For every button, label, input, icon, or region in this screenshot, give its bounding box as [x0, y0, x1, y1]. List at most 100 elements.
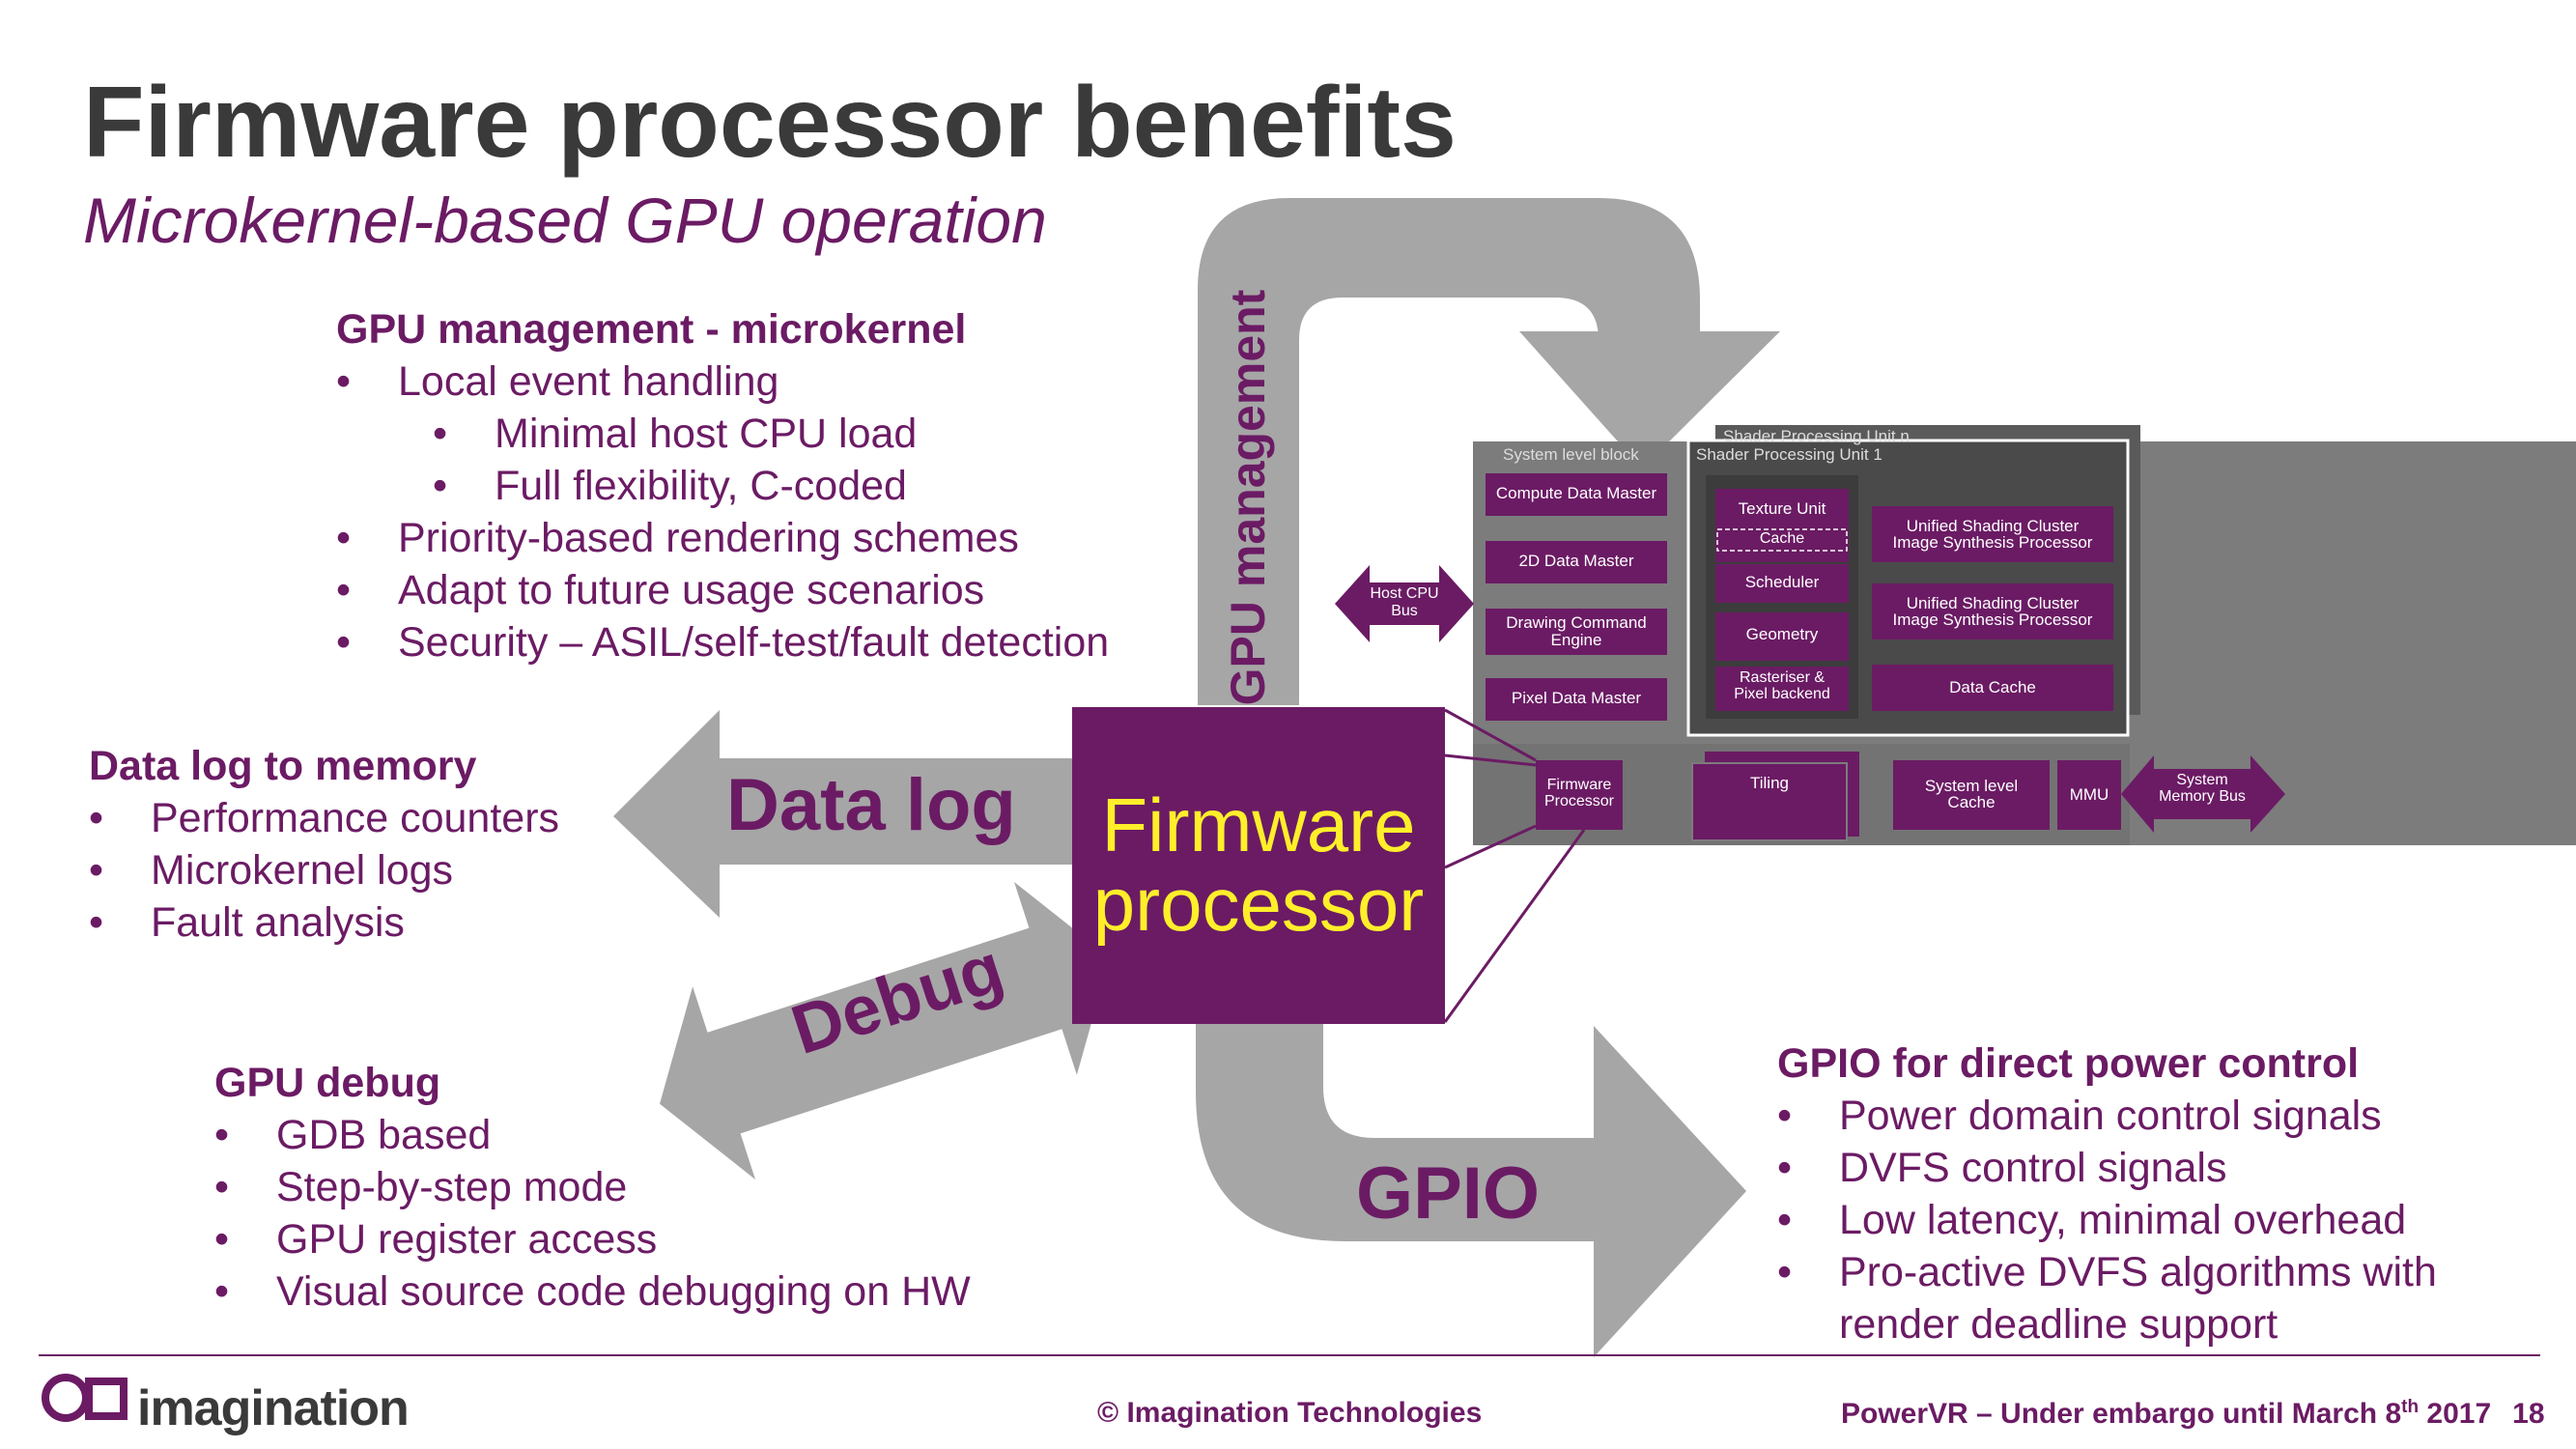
geometry-label: Geometry — [1745, 625, 1819, 643]
texture-unit-label: Texture Unit — [1738, 499, 1826, 518]
host-cpu-label-2: Bus — [1391, 603, 1418, 619]
usc-2-box — [1872, 583, 2113, 639]
data-master-2d-label: 2D Data Master — [1518, 552, 1634, 570]
system-level-block-label: System level block — [1503, 445, 1639, 464]
gpio-heading: GPIO for direct power control — [1777, 1040, 2360, 1087]
scheduler-label: Scheduler — [1744, 573, 1820, 591]
geometry-box — [1715, 612, 1849, 661]
pixel-data-master-label: Pixel Data Master — [1511, 689, 1642, 707]
scheduler-box — [1715, 564, 1849, 603]
drawing-command-label-2: Engine — [1550, 631, 1602, 649]
list-item: •Security – ASIL/self-test/fault detecti… — [336, 619, 1110, 666]
footer-copyright: © Imagination Technologies — [1097, 1397, 1483, 1429]
list-item: •Step-by-step mode — [214, 1164, 628, 1210]
gpu-debug-block: GPU debug •GDB based •Step-by-step mode … — [214, 1057, 971, 1318]
data-cache-label: Data Cache — [1949, 678, 2036, 696]
footer-embargo-suffix: 2017 — [2419, 1398, 2492, 1430]
list-item-continuation: render deadline support — [1839, 1301, 2279, 1348]
list-item: •Performance counters — [89, 795, 560, 841]
usc-1-label-b: Image Synthesis Processor — [1892, 533, 2093, 552]
list-item: •Full flexibility, C-coded — [433, 463, 907, 509]
usc-2-label-a: Unified Shading Cluster — [1906, 594, 2080, 612]
list-item: •Priority-based rendering schemes — [336, 515, 1019, 561]
slide-subtitle: Microkernel-based GPU operation — [83, 185, 1047, 256]
data-log-block: Data log to memory •Performance counters… — [89, 740, 559, 949]
rasteriser-box — [1715, 667, 1849, 711]
drawing-command-label-1: Drawing Command — [1506, 613, 1647, 632]
firmware-small-label-2: Processor — [1543, 793, 1615, 810]
mmu-label: MMU — [2069, 785, 2109, 804]
data-log-arrow — [613, 710, 1072, 918]
cache-label: Cache — [1759, 530, 1805, 547]
gpu-management-arrow — [1198, 198, 1780, 705]
pixel-data-master-box — [1486, 678, 1667, 721]
data-log-list: •Performance counters •Microkernel logs … — [89, 792, 559, 949]
footer-embargo: PowerVR – Under embargo until March 8th … — [1841, 1397, 2545, 1431]
system-level-cache-label-1: System level — [1924, 777, 2019, 795]
tiling-box — [1691, 762, 1848, 841]
debug-arrow — [659, 882, 1111, 1179]
list-item: •Minimal host CPU load — [433, 411, 918, 457]
system-memory-bus-arrow — [2121, 755, 2285, 833]
gpio-arrow — [1196, 1024, 1746, 1357]
system-level-cache-box — [1893, 760, 2050, 830]
tiling-label: Tiling — [1750, 774, 1789, 792]
system-level-cache-label-2: Cache — [1947, 793, 1996, 811]
usc-2-label-b: Image Synthesis Processor — [1892, 611, 2093, 629]
footer-divider — [39, 1354, 2540, 1356]
list-item: •Fault analysis — [89, 899, 405, 946]
list-item: •GPU register access — [214, 1216, 658, 1263]
imagination-logo-text: imagination — [137, 1380, 410, 1436]
firmware-processor-box: Firmware processor — [1072, 707, 1445, 1024]
gpu-management-heading: GPU management - microkernel — [336, 306, 967, 353]
firmware-processor-line-1: Firmware — [1101, 782, 1416, 868]
footer-embargo-sup: th — [2401, 1397, 2420, 1417]
list-item: •GDB based — [214, 1112, 492, 1158]
system-memory-label-1: System — [2176, 772, 2228, 788]
list-item: •Microkernel logs — [89, 847, 454, 894]
gpu-debug-list: •GDB based •Step-by-step mode •GPU regis… — [214, 1109, 971, 1318]
zoom-line-2 — [1444, 753, 1537, 767]
gpio-block: GPIO for direct power control •Power dom… — [1777, 1037, 2437, 1350]
gpu-management-block: GPU management - microkernel •Local even… — [336, 303, 1109, 668]
list-item: •Adapt to future usage scenarios — [336, 567, 985, 613]
host-cpu-label-1: Host CPU — [1370, 585, 1439, 602]
list-item: •Local event handling — [336, 358, 779, 405]
gpu-debug-heading: GPU debug — [214, 1060, 441, 1106]
imagination-logo-icon — [42, 1374, 127, 1422]
list-item: •DVFS control signals — [1777, 1145, 2227, 1191]
firmware-processor-line-2: processor — [1092, 862, 1425, 947]
spu-n-label: Shader Processing Unit n — [1723, 427, 1910, 445]
usc-1-label-a: Unified Shading Cluster — [1906, 517, 2080, 535]
host-cpu-bus-arrow — [1335, 565, 1474, 642]
data-cache-box — [1872, 665, 2113, 711]
data-log-arrow-label: Data log — [726, 764, 1016, 846]
cache-box — [1716, 528, 1848, 552]
compute-data-master-box — [1486, 473, 1667, 516]
footer-embargo-prefix: PowerVR – Under embargo until March 8 — [1841, 1398, 2402, 1430]
spu1-label: Shader Processing Unit 1 — [1696, 445, 1882, 464]
gpio-list: •Power domain control signals •DVFS cont… — [1777, 1090, 2437, 1350]
data-log-heading: Data log to memory — [89, 743, 477, 789]
list-item: •Power domain control signals — [1777, 1093, 2382, 1139]
footer-page-number: 18 — [2512, 1398, 2545, 1430]
zoom-line-4 — [1443, 829, 1586, 1023]
gpio-arrow-label: GPIO — [1356, 1152, 1541, 1235]
compute-data-master-label: Compute Data Master — [1495, 484, 1657, 502]
drawing-command-engine-box — [1486, 609, 1667, 655]
rasteriser-label-1: Rasteriser & — [1739, 669, 1826, 686]
list-item: •Visual source code debugging on HW — [214, 1268, 971, 1315]
system-memory-label-2: Memory Bus — [2159, 788, 2246, 805]
zoom-line-1 — [1444, 708, 1537, 762]
list-item: •Pro-active DVFS algorithms with — [1777, 1249, 2437, 1295]
data-master-2d-box — [1486, 541, 1667, 583]
mmu-box — [2057, 760, 2121, 830]
gpu-management-list: •Local event handling •Minimal host CPU … — [336, 355, 1109, 668]
firmware-small-label-1: Firmware — [1546, 777, 1612, 793]
firmware-small-box — [1536, 760, 1623, 830]
rasteriser-label-2: Pixel backend — [1734, 686, 1830, 702]
list-item: •Low latency, minimal overhead — [1777, 1197, 2407, 1243]
